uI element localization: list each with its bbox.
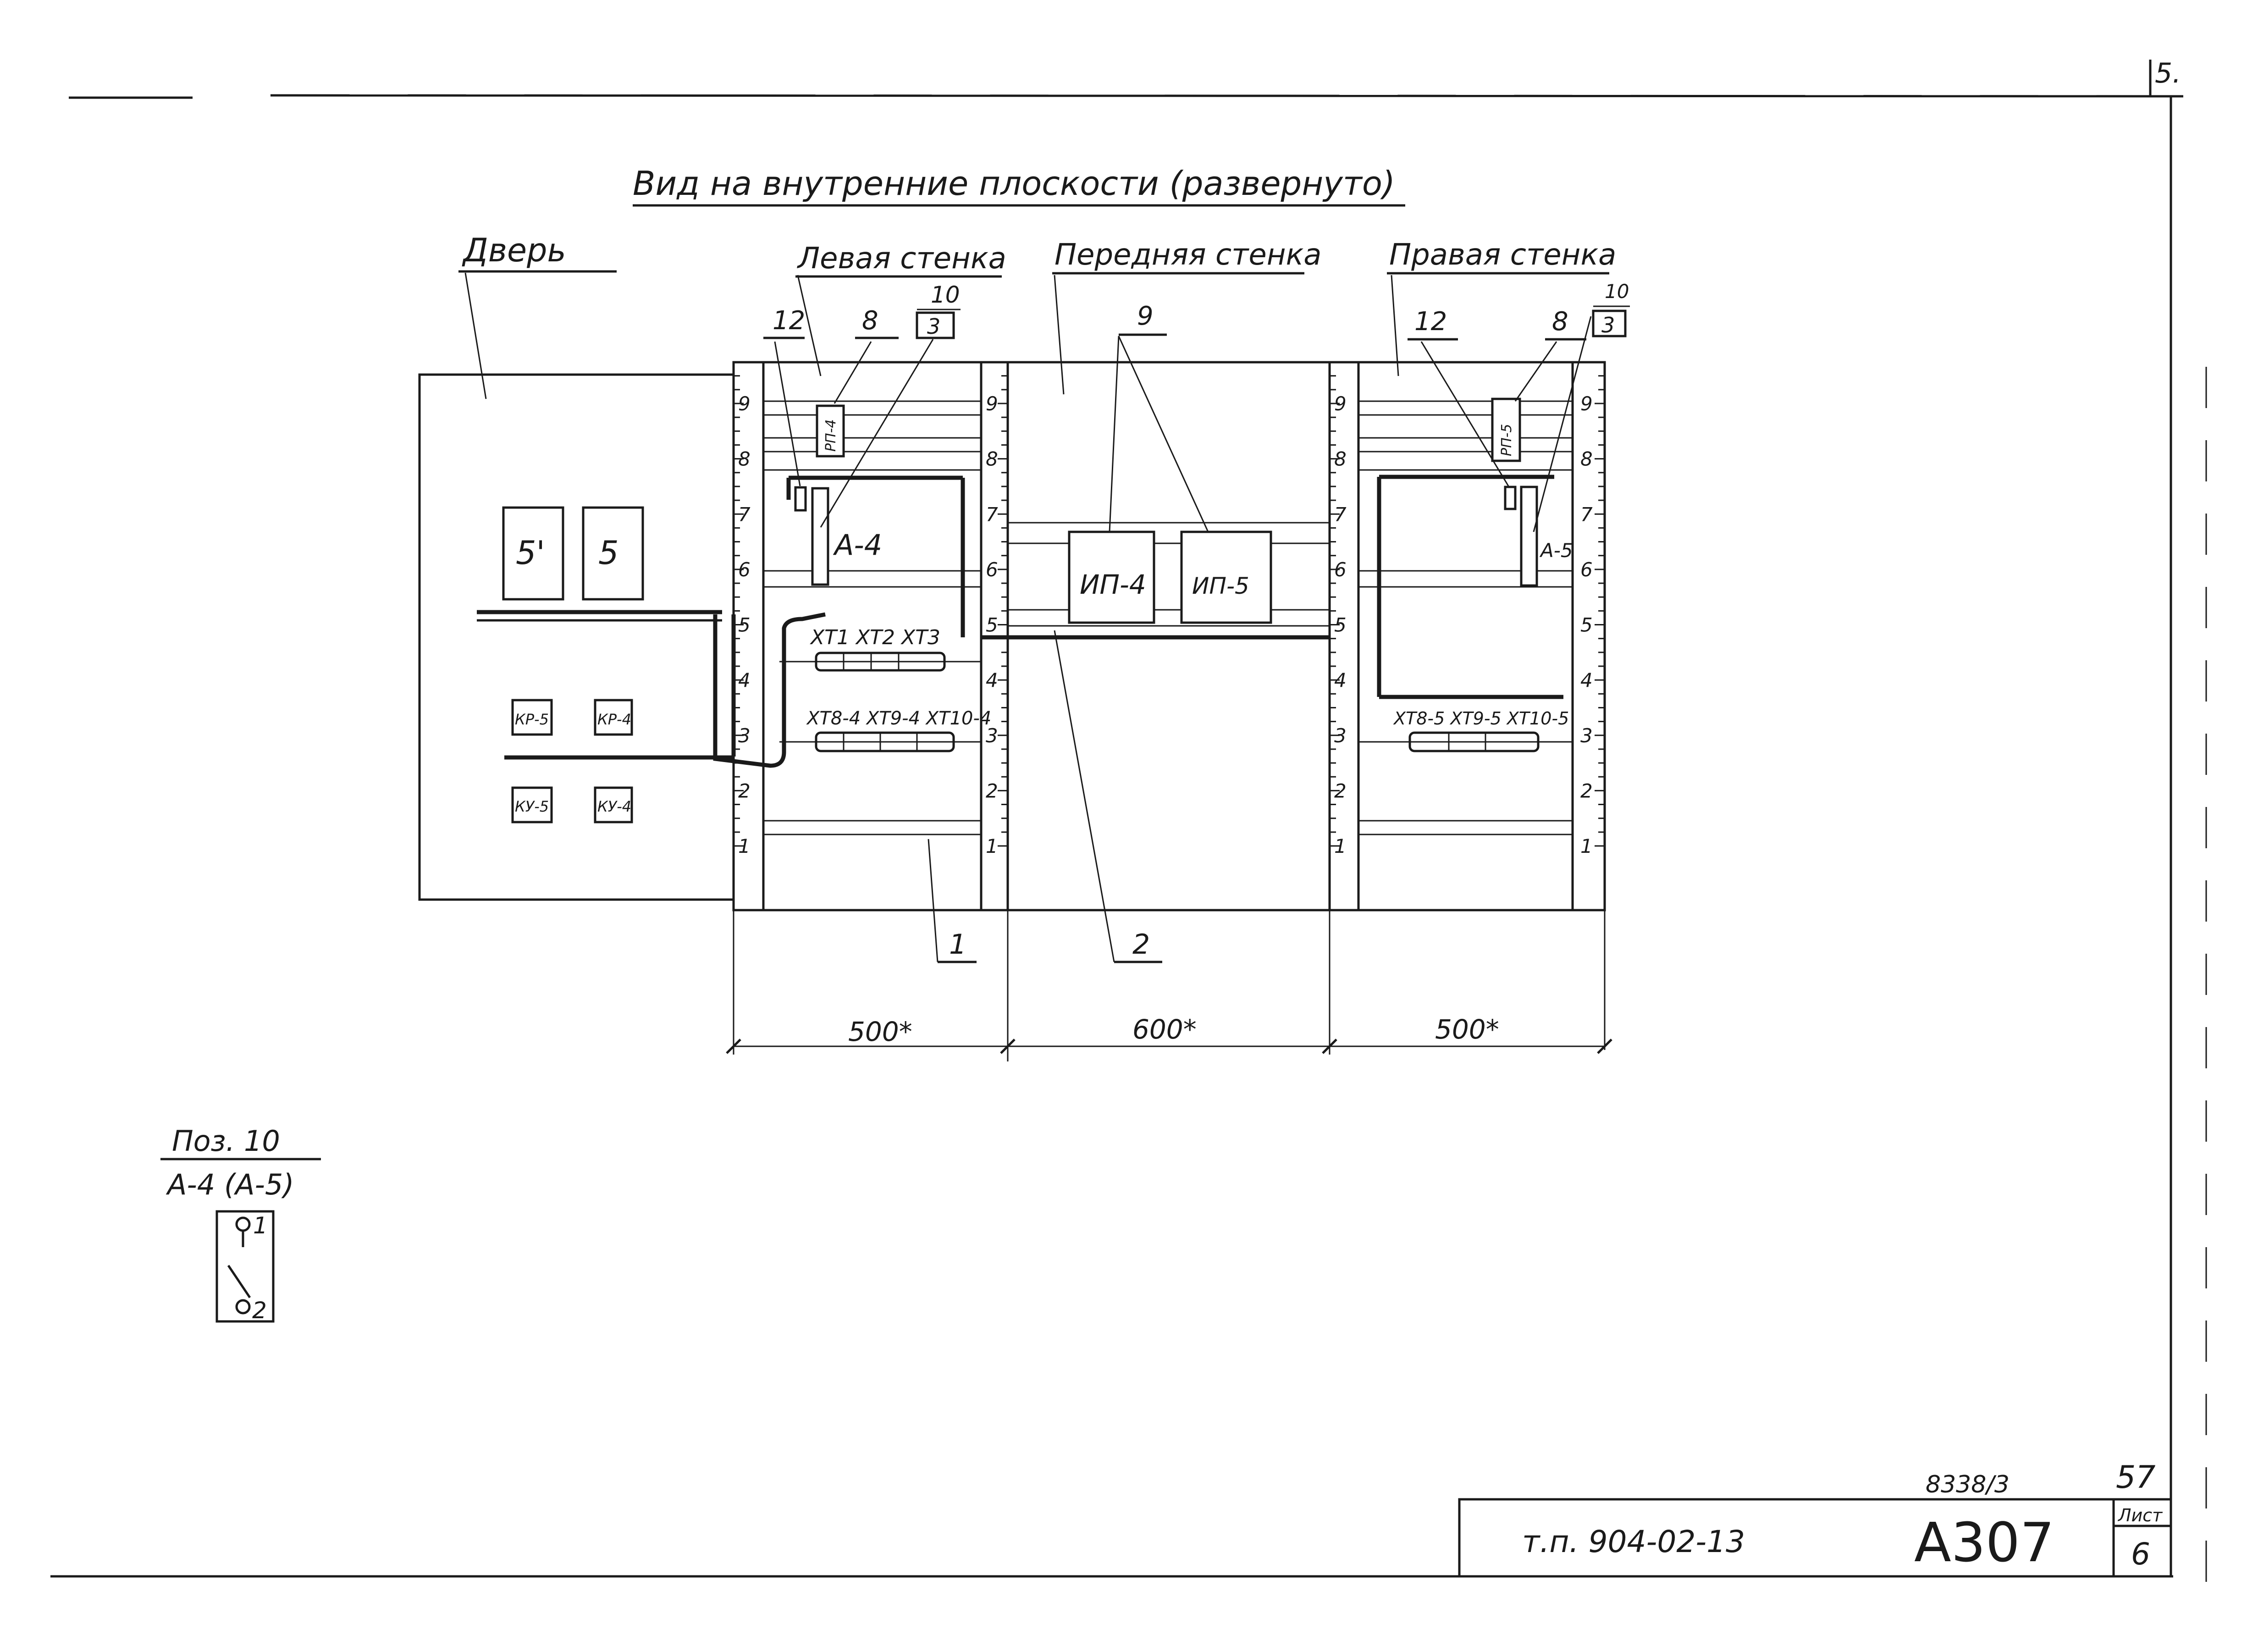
lamp-5-prime-label: 5': [516, 534, 545, 572]
rail-number: 9: [986, 392, 998, 415]
meter-ip-5-label: ИП-5: [1192, 573, 1249, 599]
left-pos-8: 8: [862, 306, 878, 336]
label-front-wall: Передняя стенка: [1054, 238, 1322, 272]
title-block: 8338/3 57 т.п. 904-02-13 А307 Лист 6: [1458, 1459, 2172, 1578]
sheet-frame: 5.: [50, 57, 2207, 1596]
ky-4-button: [594, 786, 633, 823]
terminals-right: ХТ8-5 ХТ9-5 ХТ10-5: [1393, 708, 1569, 729]
title-block-sheet: 6: [2131, 1536, 2150, 1572]
drawing-title: Вид на внутренние плоскости (развернуто): [633, 164, 1395, 203]
relay-rp-5-label: РП-5: [1499, 424, 1515, 456]
breaker-a-5-label: А-5: [1539, 539, 1573, 562]
label-left-wall: Левая стенка: [797, 242, 1006, 276]
kr-5-switch: [511, 699, 553, 736]
left-wall-devices: 12 8 10 3 РП-4 А-4 ХТ1 ХТ2 ХТ3 ХТ8-4 ХТ9…: [763, 282, 991, 752]
dim-front-wall: 600*: [1132, 1014, 1197, 1045]
lamp-5-label: 5: [598, 534, 619, 572]
breaker-a-5: [1520, 486, 1538, 587]
rail-number: 4: [986, 669, 998, 691]
meter-ip-5: [1180, 530, 1272, 624]
title-block-project: т.п. 904-02-13: [1522, 1524, 1745, 1559]
detail-title: Поз. 10: [172, 1124, 280, 1158]
title-block-code: А307: [1914, 1511, 2054, 1574]
rail-number: 7: [1580, 503, 1593, 525]
right-wall-devices: 12 8 10 3 РП-5 А-5 ХТ8-5 ХТ9-5 ХТ10-5: [1358, 280, 1630, 752]
callouts: 1 2: [928, 630, 1162, 963]
rail-number: 2: [1580, 779, 1593, 802]
callout-2: 2: [1132, 928, 1150, 961]
rail-number: 5: [986, 614, 998, 636]
callout-1: 1: [949, 928, 966, 961]
rail-number: 6: [1580, 558, 1593, 581]
detail-pos-10: Поз. 10 А-4 (А-5) 1 2: [160, 1124, 321, 1324]
kr-4-label: КР-4: [597, 711, 631, 728]
terminal-12-left: [794, 486, 807, 512]
relay-rp-4-label: РП-4: [823, 419, 839, 452]
kr-4-switch: [594, 699, 633, 736]
title-block-number: 57: [2116, 1459, 2156, 1496]
corner-mark: 5.: [2155, 57, 2181, 89]
detail-pin-1: 1: [253, 1212, 268, 1239]
right-pos-3: 3: [1601, 313, 1615, 337]
rail-number: 1: [1580, 835, 1593, 857]
breaker-a-4: [811, 487, 829, 586]
right-pos-10: 10: [1605, 280, 1629, 303]
label-door: Дверь: [462, 232, 566, 269]
ky-5-button: [511, 786, 553, 823]
door-panel: 5' 5 КР-5 КР-4 КУ-5 КУ-4: [418, 373, 735, 901]
detail-pin-2: 2: [252, 1297, 267, 1324]
left-pos-10: 10: [931, 282, 960, 308]
terminals-bottom: ХТ8-4 ХТ9-4 ХТ10-4: [806, 708, 991, 729]
dim-right-wall: 500*: [1435, 1014, 1499, 1045]
rail-number: 8: [1580, 448, 1593, 470]
title-block-inv: 8338/3: [1926, 1471, 2010, 1498]
din-rails: [763, 400, 1573, 835]
rail-number: 5: [1580, 614, 1593, 636]
lamp-5-prime: [502, 506, 564, 601]
detail-subtitle: А-4 (А-5): [166, 1168, 294, 1201]
rail-number: 2: [986, 779, 998, 802]
front-wall-devices: 9 ИП-4 ИП-5: [1068, 301, 1272, 624]
rail-number: 6: [986, 558, 998, 581]
dimension-lines: 500* 600* 500*: [726, 910, 1612, 1061]
ky-4-label: КУ-4: [597, 798, 631, 815]
rail-number: 3: [1580, 724, 1593, 747]
left-pos-12: 12: [773, 306, 805, 336]
rail-number: 4: [1580, 669, 1593, 691]
kr-5-label: КР-5: [515, 711, 549, 728]
rail-number: 8: [986, 448, 998, 470]
rail-number: 3: [986, 724, 998, 747]
title-block-sheet-label: Лист: [2117, 1505, 2163, 1525]
meter-ip-4-label: ИП-4: [1080, 569, 1146, 600]
ky-5-label: КУ-5: [515, 798, 549, 815]
rail-number: 7: [986, 503, 998, 525]
terminal-12-right: [1504, 486, 1517, 510]
terminals-top: ХТ1 ХТ2 ХТ3: [810, 626, 940, 649]
right-pos-12: 12: [1414, 307, 1447, 337]
door-cable: [713, 612, 826, 768]
rail-number: 9: [1580, 392, 1593, 415]
breaker-a-4-label: А-4: [833, 528, 882, 562]
right-pos-8: 8: [1552, 307, 1568, 337]
meter-ip-4: [1068, 530, 1155, 624]
left-pos-3: 3: [927, 314, 940, 339]
relay-rp-5: [1491, 398, 1521, 462]
front-pos-9: 9: [1137, 301, 1154, 331]
label-right-wall: Правая стенка: [1389, 238, 1616, 272]
lamp-5: [582, 506, 644, 601]
rail-number: 1: [986, 835, 998, 857]
dim-left-wall: 500*: [848, 1016, 912, 1047]
relay-rp-4: [816, 404, 845, 458]
